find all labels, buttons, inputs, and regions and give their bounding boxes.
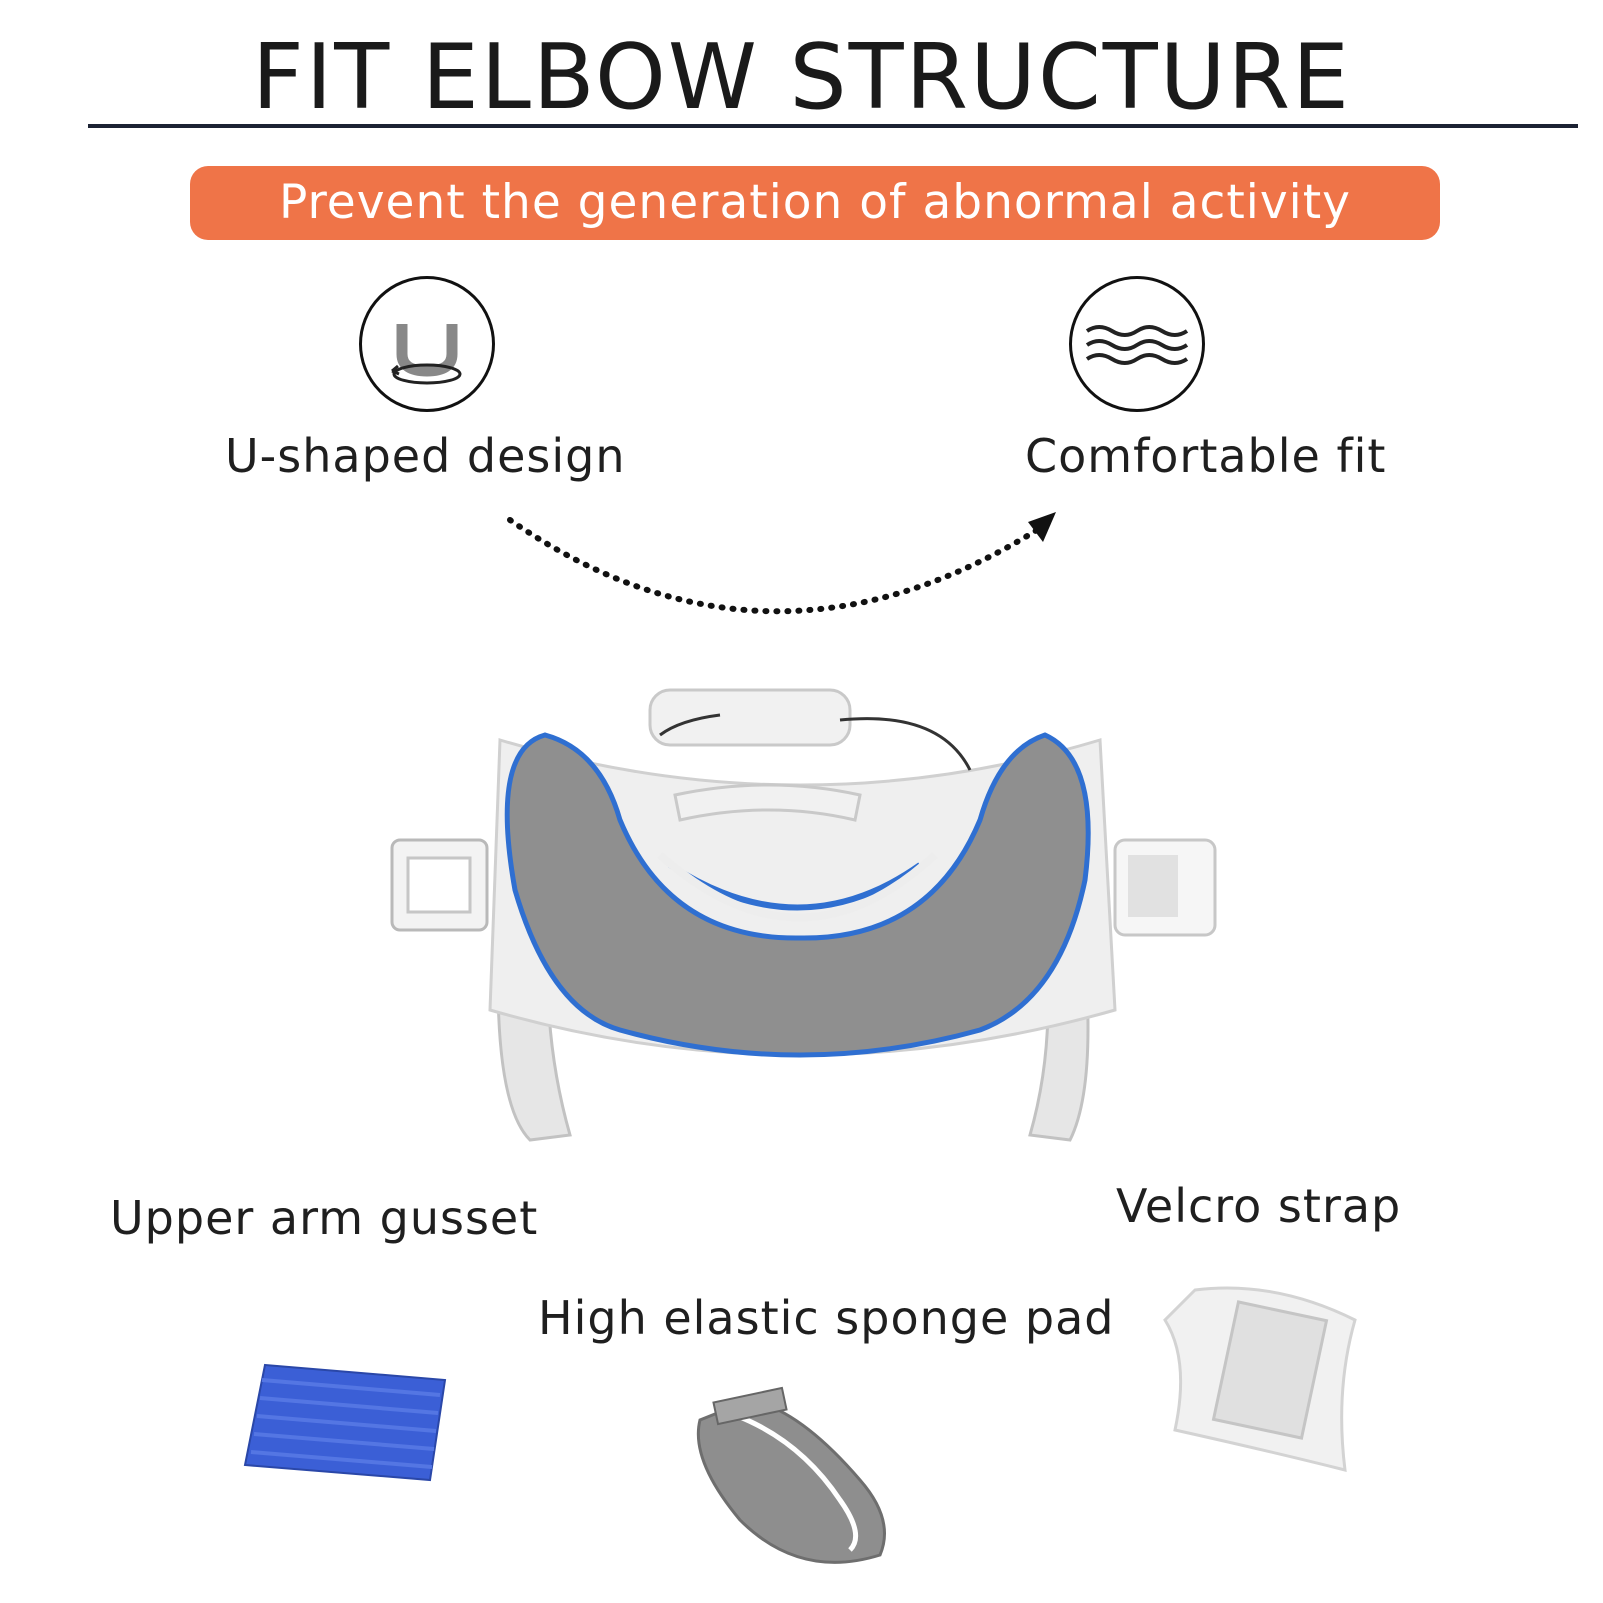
feature-label-u-shaped: U-shaped design	[225, 429, 626, 483]
elbow-brace-image	[390, 688, 1217, 1142]
page-title: FIT ELBOW STRUCTURE	[251, 25, 1352, 130]
part-label-upper-arm-gusset: Upper arm gusset	[110, 1191, 539, 1245]
part-label-sponge-pad: High elastic sponge pad	[538, 1291, 1115, 1345]
dotted-arrow-icon	[507, 512, 1056, 615]
gusset-pad-icon	[243, 1363, 447, 1482]
velcro-tab-icon	[1163, 1286, 1357, 1472]
u-shape-icon	[359, 276, 495, 412]
waves-icon	[1069, 276, 1205, 412]
sponge-band-icon	[696, 1386, 886, 1564]
subtitle-banner: Prevent the generation of abnormal activ…	[190, 166, 1440, 304]
title-divider	[88, 124, 1578, 128]
feature-label-comfortable-fit: Comfortable fit	[1025, 429, 1387, 483]
part-label-velcro-strap: Velcro strap	[1116, 1179, 1402, 1233]
